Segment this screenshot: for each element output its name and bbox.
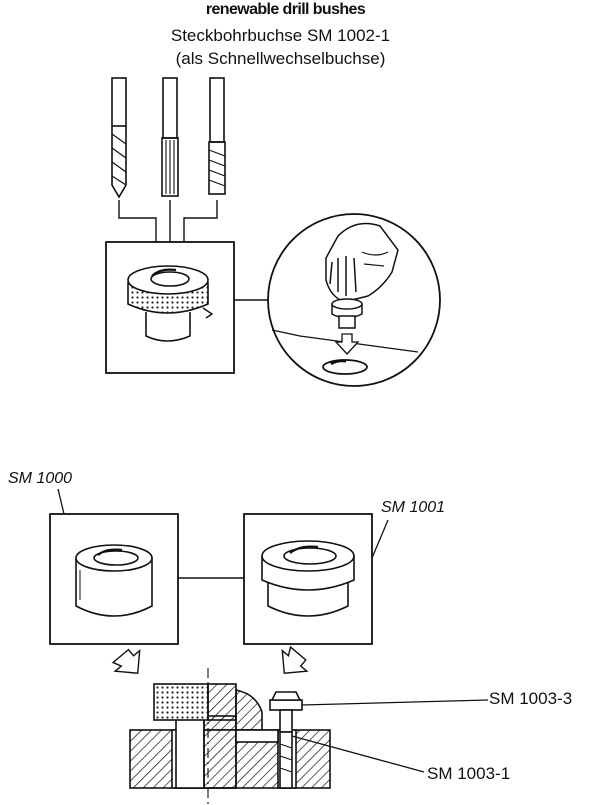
- leader-sm1003-3: [301, 699, 489, 706]
- steckbohrbuchse-box: [105, 241, 235, 374]
- leader-sm1003-1: [291, 735, 425, 773]
- header-note: (als Schnellwechselbuchse): [175, 49, 386, 68]
- sm1001-box: [243, 513, 389, 645]
- assembly-section: [129, 668, 331, 805]
- header-subtitle: Steckbohrbuchse SM 1002-1: [170, 26, 391, 45]
- arrow-down-right-icon: [281, 645, 309, 674]
- label-sm1000: SM 1000: [8, 470, 73, 487]
- detail-circle: [267, 213, 441, 387]
- arrow-down-icon: [334, 333, 360, 355]
- label-sm1003-1: SM 1003-1: [427, 764, 511, 783]
- label-sm1001: SM 1001: [381, 499, 446, 516]
- sm1000-box: [49, 488, 179, 645]
- reamer-tool: [161, 77, 179, 197]
- tap-tool: [208, 77, 226, 195]
- header-title: renewable drill bushes: [205, 1, 366, 18]
- drill-bit-tool: [111, 77, 127, 199]
- tool-bracket: [118, 200, 218, 242]
- arrow-down-left-icon: [111, 648, 141, 674]
- small-bush: [331, 298, 363, 329]
- label-sm1003-3: SM 1003-3: [489, 689, 573, 708]
- hand-illustration: [325, 222, 399, 303]
